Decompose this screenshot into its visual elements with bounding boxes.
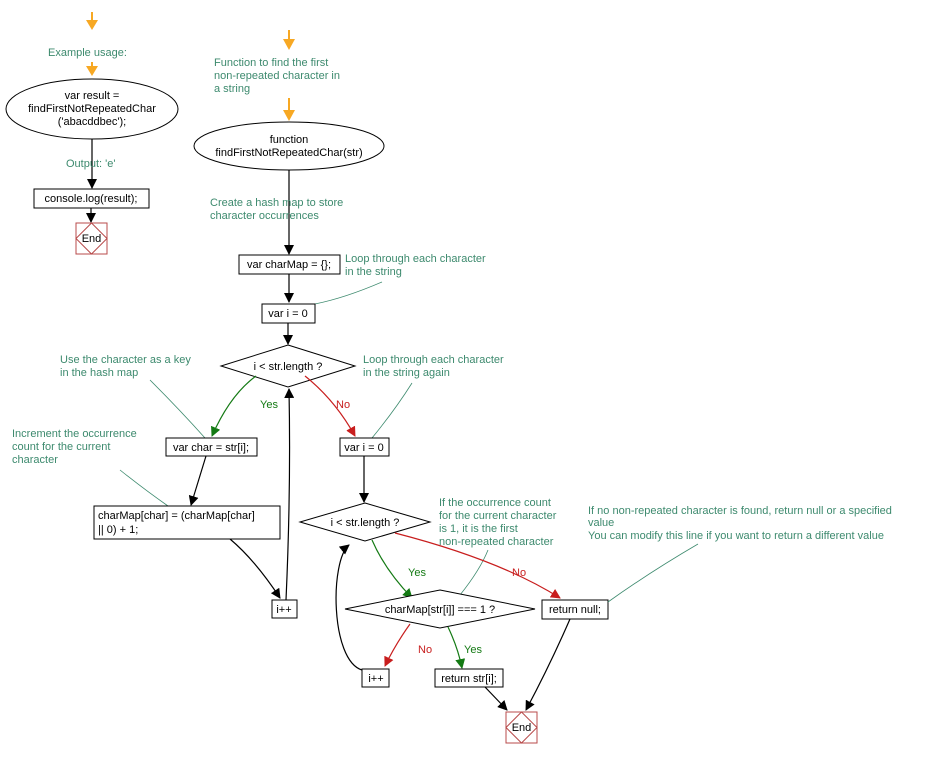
charmap-update-line-2: || 0) + 1; [98, 524, 138, 536]
return-null-comment-line-1: If no non-repeated character is found, r… [588, 505, 892, 517]
arrow-char-to-update [188, 455, 207, 506]
main-end-label: End [512, 722, 532, 734]
entry-arrow-usage-2 [86, 62, 98, 76]
count-comment-line-2: for the current character [439, 510, 557, 522]
usage-call-line-1: var result = [65, 90, 120, 102]
loop2-init-text: var i = 0 [344, 442, 383, 454]
check-condition-text: charMap[str[i]] === 1 ? [385, 604, 495, 616]
usage-call-line-2: findFirstNotRepeatedChar [28, 103, 156, 115]
increment-comment-line-3: character [12, 454, 58, 466]
count-comment-line-3: is 1, it is the first [439, 523, 518, 535]
loop1-no-label: No [336, 399, 350, 411]
charmap-init-text: var charMap = {}; [247, 259, 331, 271]
arrow-loop1-yes [211, 375, 257, 437]
return-null-comment-connector [607, 543, 699, 603]
usage-call-line-3: ('abacddbec'); [58, 116, 126, 128]
arrow-inc-back-to-cond [284, 388, 295, 601]
entry-arrow-main-2 [283, 98, 295, 121]
main-end-node[interactable]: End [505, 711, 538, 744]
loop1-condition-text: i < str.length ? [254, 361, 323, 373]
entry-arrow-usage [86, 12, 98, 30]
charmap-update-line-1: charMap[char] = (charMap[char] [98, 510, 255, 522]
function-node[interactable] [193, 121, 385, 171]
function-signature: findFirstNotRepeatedChar(str) [215, 147, 362, 159]
key-comment-line-2: in the hash map [60, 367, 138, 379]
char-assign-node[interactable] [165, 437, 258, 457]
usage-end-node[interactable]: End [75, 222, 108, 255]
return-null-comment-line-3: You can modify this line if you want to … [588, 530, 884, 542]
loop1-comment-connector [314, 281, 383, 305]
loop1-inc-node[interactable] [271, 599, 298, 619]
arrow-check-yes [447, 626, 466, 669]
usage-log-text: console.log(result); [45, 193, 138, 205]
key-comment-line-1: Use the character as a key [60, 354, 191, 366]
usage-comment: Example usage: [48, 47, 127, 59]
loop1-inc-text: i++ [276, 604, 291, 616]
loop2-comment-line-2: in the string again [363, 367, 450, 379]
loop2-condition-node[interactable] [298, 502, 432, 542]
return-char-node[interactable] [434, 668, 504, 688]
loop2-inc-node[interactable] [361, 668, 390, 688]
return-null-text: return null; [549, 604, 601, 616]
loop2-comment-line-1: Loop through each character [363, 354, 504, 366]
main-comment-line-1: Function to find the first [214, 57, 328, 69]
entry-arrow-main [283, 30, 295, 50]
hashmap-comment-line-2: character occurrences [210, 210, 319, 222]
count-comment-connector [459, 549, 489, 596]
return-char-text: return str[i]; [441, 673, 497, 685]
arrow-loop1-no [304, 375, 356, 437]
key-comment-connector [149, 379, 206, 439]
arrow-update-to-inc [229, 538, 281, 599]
arrow-return-null-to-end [525, 618, 571, 711]
loop2-yes-label: Yes [408, 567, 426, 579]
count-comment-line-4: non-repeated character [439, 536, 554, 548]
main-comment-line-3: a string [214, 83, 250, 95]
usage-output-comment: Output: 'e' [66, 158, 115, 170]
main-comment-line-2: non-repeated character in [214, 70, 340, 82]
check-no-label: No [418, 644, 432, 656]
loop1-comment-line-2: in the string [345, 266, 402, 278]
arrow-return-char-to-end [484, 686, 508, 711]
arrow-loop2-yes [371, 539, 413, 599]
arrow-inc2-back-to-cond2 [335, 544, 363, 671]
increment-comment-line-2: count for the current [12, 441, 110, 453]
loop2-no-label: No [512, 567, 526, 579]
check-condition-node[interactable] [344, 589, 536, 629]
function-keyword: function [270, 134, 309, 146]
loop1-comment-line-1: Loop through each character [345, 253, 486, 265]
loop1-yes-label: Yes [260, 399, 278, 411]
check-yes-label: Yes [464, 644, 482, 656]
char-assign-text: var char = str[i]; [173, 442, 249, 454]
charmap-update-node[interactable] [93, 505, 281, 540]
hashmap-comment-line-1: Create a hash map to store [210, 197, 343, 209]
loop2-inc-text: i++ [368, 673, 383, 685]
usage-end-label: End [82, 233, 102, 245]
loop2-comment-connector [371, 382, 413, 439]
loop2-condition-text: i < str.length ? [331, 517, 400, 529]
return-null-comment-line-2: value [588, 517, 614, 529]
arrow-loop2-no [394, 532, 561, 599]
increment-comment-connector [119, 469, 169, 507]
increment-comment-line-1: Increment the occurrence [12, 428, 137, 440]
count-comment-line-1: If the occurrence count [439, 497, 551, 509]
arrow-check-no [384, 623, 411, 667]
return-null-node[interactable] [541, 599, 609, 620]
loop1-init-text: var i = 0 [268, 308, 307, 320]
